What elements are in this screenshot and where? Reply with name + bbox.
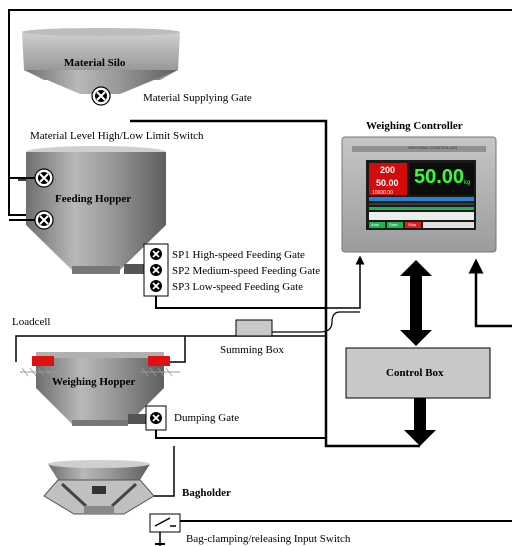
start-button	[387, 222, 403, 228]
bag-switch-icon	[149, 513, 181, 546]
sp1-label: SP1 High-speed Feeding Gate	[172, 249, 305, 261]
level-switch-label: Material Level High/Low Limit Switch	[30, 130, 204, 142]
start-button-label: Start	[389, 222, 398, 227]
total-value: 10000.00	[372, 190, 393, 196]
summing-box	[235, 319, 273, 337]
loadcell-label: Loadcell	[12, 316, 51, 328]
unit-label: kg	[464, 180, 471, 186]
wire-bagholder	[154, 446, 175, 497]
auto-button-label: Auto	[371, 222, 380, 227]
sp2-label: SP2 Medium-speed Feeding Gate	[172, 265, 321, 277]
wire-loadcell-left	[15, 335, 326, 362]
weighing-controller-label: Weighing Controller	[366, 120, 463, 132]
loadcell-left	[20, 356, 60, 377]
summing-box-label: Summing Box	[220, 344, 284, 356]
wire-loadcell-right	[170, 336, 186, 363]
target-value: 50.00	[376, 178, 399, 188]
controller-header: WEIGHING CONTROLLER	[408, 145, 458, 150]
level-switch-high-icon	[34, 168, 54, 188]
material-supplying-gate-label: Material Supplying Gate	[143, 92, 252, 104]
wire-supply-gate	[130, 119, 344, 448]
sp2-gate-icon	[150, 264, 162, 276]
sp3-label: SP3 Low-speed Feeding Gate	[172, 281, 304, 293]
wire-dumping-gate	[155, 430, 326, 439]
wire-sp-gates	[155, 296, 326, 309]
feeding-gates-panel	[124, 243, 169, 297]
sp-panel	[369, 163, 407, 195]
dumping-gate-label: Dumping Gate	[174, 412, 240, 424]
weight-panel	[410, 163, 474, 195]
weighing-hopper	[36, 352, 164, 426]
feeding-hopper-label: Feeding Hopper	[55, 193, 132, 205]
wire-summing-out	[272, 311, 360, 333]
sp-value: 200	[380, 165, 396, 175]
controller-controlbox-link	[400, 260, 432, 346]
control-box-label: Control Box	[386, 367, 444, 379]
feeding-hopper	[26, 146, 166, 274]
main-weight: 50.00	[414, 166, 465, 188]
bagholder-label: Bagholder	[182, 487, 231, 499]
wire-to-controller	[326, 255, 365, 309]
dumping-gate-icon	[145, 405, 167, 431]
bagholder	[43, 460, 155, 515]
weighing-controller-device	[341, 136, 497, 253]
auto-button	[369, 222, 385, 228]
wire-frame-top	[8, 9, 512, 216]
material-silo-label: Material Silo	[64, 57, 126, 69]
loadcell-right	[140, 356, 180, 377]
sp1-gate-icon	[150, 248, 162, 260]
control-box	[345, 347, 491, 399]
wire-right-return	[468, 258, 512, 328]
stop-button	[405, 222, 421, 228]
sp3-gate-icon	[150, 280, 162, 292]
stop-button-label: Stop	[408, 222, 417, 227]
supplying-gate-icon	[91, 86, 111, 106]
material-silo	[22, 28, 180, 94]
controlbox-output-arrow	[344, 398, 436, 448]
level-switch-low-icon	[34, 210, 54, 230]
weighing-hopper-label: Weighing Hopper	[52, 376, 136, 388]
bag-switch-label: Bag-clamping/releasing Input Switch	[186, 533, 351, 545]
